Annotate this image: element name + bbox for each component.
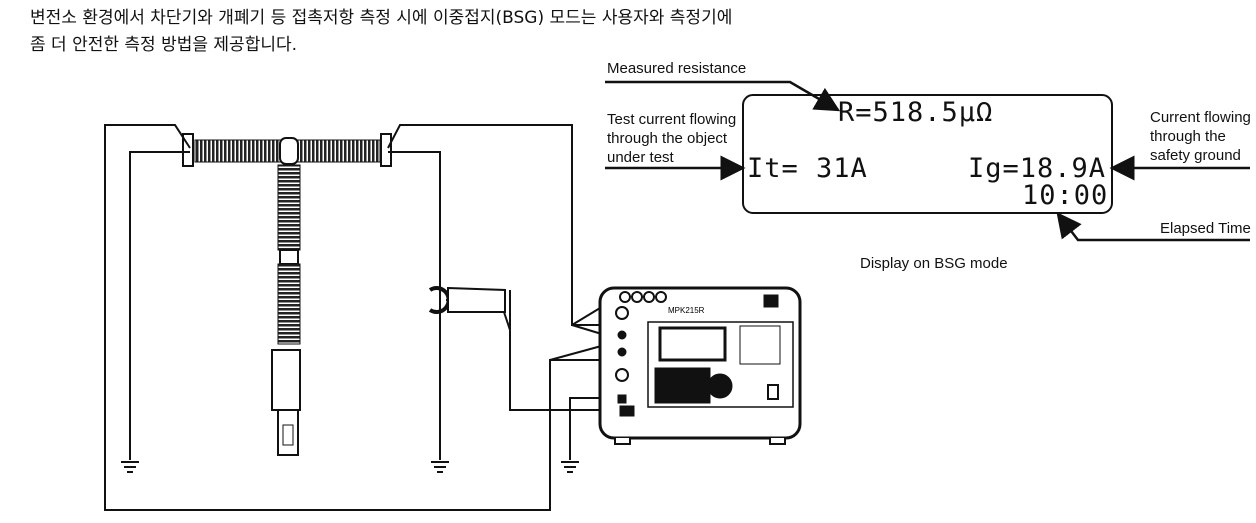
lcd-ground-current: Ig=18.9A <box>968 153 1107 184</box>
current-clamp <box>428 286 506 314</box>
intro-line-1: 변전소 환경에서 차단기와 개폐기 등 접촉저항 측정 시에 이중접지(BSG)… <box>30 8 733 28</box>
label-test-current-2: through the object <box>607 130 728 147</box>
label-ground-current-1: Current flowing <box>1150 109 1251 126</box>
label-test-current-3: under test <box>607 149 674 166</box>
lcd-test-current: It= 31A <box>747 153 868 184</box>
label-ground-current-2: through the <box>1150 128 1226 145</box>
intro-line-2: 좀 더 안전한 측정 방법을 제공합니다. <box>30 35 298 55</box>
ground-symbols <box>121 461 579 473</box>
label-measured-resistance: Measured resistance <box>607 60 747 77</box>
lcd-resistance: R=518.5μΩ <box>838 97 994 128</box>
instrument-model: MPK215R <box>668 306 705 315</box>
callout-arrows <box>605 80 1250 242</box>
circuit-breaker <box>182 133 392 456</box>
wiring <box>104 124 610 511</box>
label-test-current-1: Test current flowing <box>607 111 737 128</box>
label-ground-current-3: safety ground <box>1150 147 1241 164</box>
micro-ohmmeter-instrument <box>598 286 802 445</box>
lcd-elapsed-time: 10:00 <box>1022 180 1109 211</box>
lcd-display-frame <box>742 94 1113 214</box>
display-caption: Display on BSG mode <box>860 255 1008 272</box>
label-elapsed-time: Elapsed Time <box>1160 220 1251 237</box>
